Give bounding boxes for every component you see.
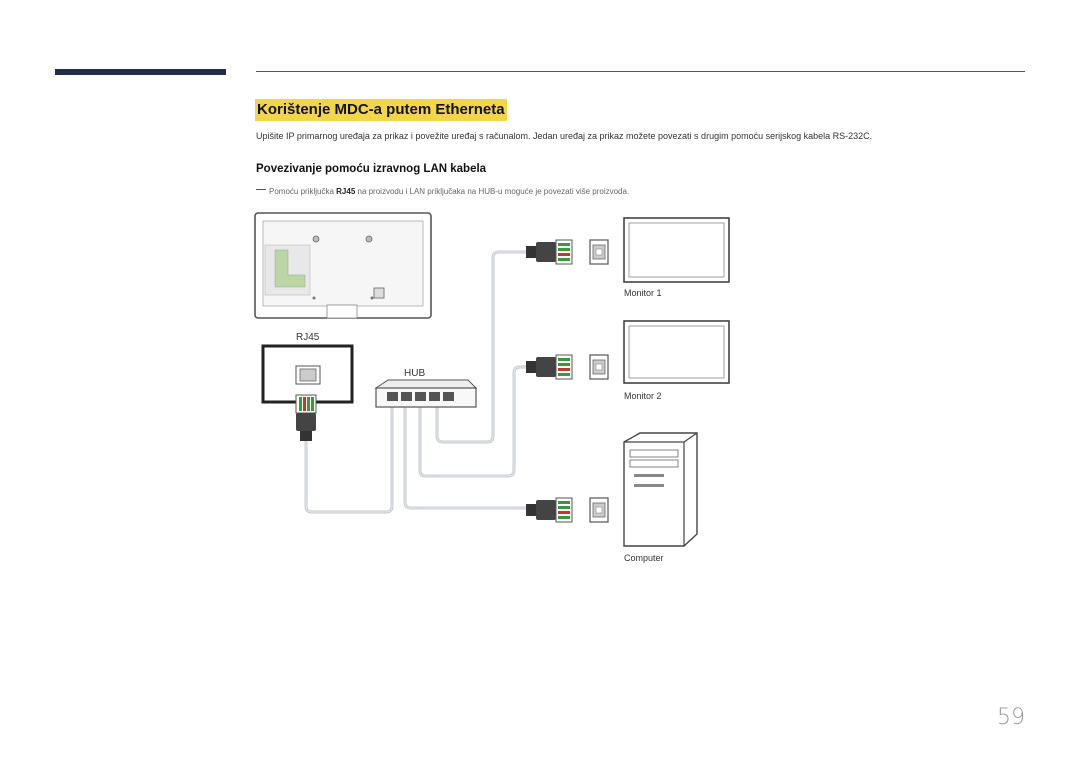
lan-cables-highlight [305, 251, 526, 513]
computer-tower-icon [623, 432, 698, 547]
monitor1-label: Monitor 1 [624, 288, 662, 298]
note-text-bold: RJ45 [336, 187, 356, 196]
intro-paragraph: Upišite IP primarnog uređaja za prikaz i… [256, 131, 873, 141]
monitor2-plug-icon [525, 354, 573, 380]
computer-port-icon [589, 497, 609, 523]
monitor2-label: Monitor 2 [624, 391, 662, 401]
note-dash-icon [256, 189, 266, 191]
monitor1-plug-icon [525, 239, 573, 265]
monitor1-port-icon [589, 239, 609, 265]
computer-plug-icon [525, 497, 573, 523]
page-number: 59 [997, 705, 1025, 730]
rj45-plug-icon [295, 394, 317, 441]
hub-label: HUB [404, 368, 425, 379]
header-rule [256, 71, 1025, 72]
monitor2-port-icon [589, 354, 609, 380]
rj45-label: RJ45 [296, 332, 320, 343]
page-title: Korištenje MDC-a putem Etherneta [255, 99, 507, 121]
monitor2-icon [623, 320, 730, 384]
section-subheading: Povezivanje pomoću izravnog LAN kabela [256, 163, 487, 175]
note-text-after: na proizvodu i LAN priključaka na HUB-u … [355, 187, 630, 196]
note-paragraph: Pomoću priključka RJ45 na proizvodu i LA… [256, 186, 629, 197]
computer-label: Computer [624, 553, 664, 563]
rj45-port-callout [261, 344, 354, 404]
note-text-before: Pomoću priključka [269, 187, 337, 196]
monitor1-icon [623, 217, 730, 283]
network-hub [374, 379, 478, 408]
display-back-panel [254, 212, 432, 319]
section-accent-bar [55, 69, 226, 75]
